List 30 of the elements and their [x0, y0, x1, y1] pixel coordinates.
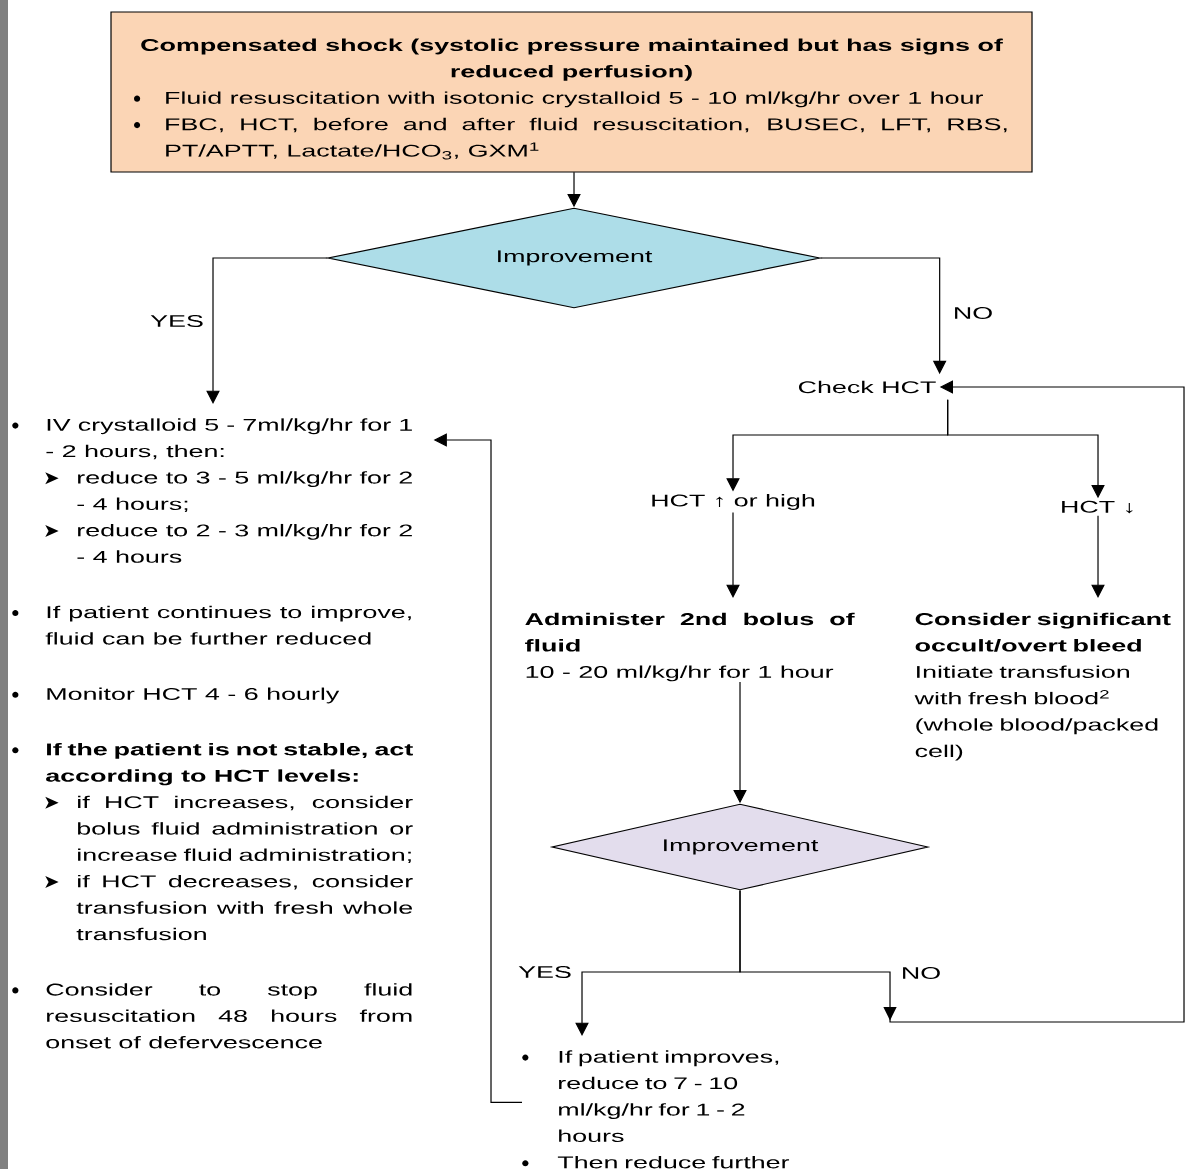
edge-label: NO [903, 966, 940, 979]
step-label: HCT ↑ or high [652, 494, 815, 510]
heading-text: Consider significant occult/overt bleed [915, 612, 1171, 652]
heading-text: Administer 2nd bolus of fluid [525, 612, 855, 652]
heading-text: Compensated shock (systolic pressure maintained but has signs of reduced perfusion) [141, 38, 1003, 81]
edge-label: YES [150, 314, 203, 327]
list-item: Consider to stop fluid resuscitation 48 hours from onset of defervescence [12, 983, 412, 1049]
list-item: If the patient is not stable, act according to HCT levels: [12, 742, 413, 786]
body-text: 10 - 20 ml/kg/hr for 1 hour [526, 665, 834, 682]
arrow [726, 511, 740, 598]
arrow [206, 257, 328, 404]
arrow [739, 380, 1185, 1023]
list-item: reduce to 3 - 5 ml/kg/hr for 2 - 4 hours; [45, 471, 412, 513]
list-item: Then reduce further [522, 1155, 790, 1169]
list-item: IV crystalloid 5 - 7ml/kg/hr for 1 - 2 hours, then: [12, 418, 412, 460]
body-text: Initiate transfusion with fresh blood$^{2}$ (whole blood/packed cell) [914, 665, 1158, 761]
list-item: Monitor HCT 4 - 6 hourly [12, 687, 340, 704]
list-item: If patient improves, reduce to 7 - 10 ml/kg/hr for 1 - 2 hours [522, 1050, 779, 1143]
step-label: HCT ↓ [1062, 500, 1133, 514]
edge-label: YES [518, 965, 571, 978]
step-label: Check HCT [798, 380, 936, 394]
edge-label: NO [955, 306, 992, 319]
list-item: FBC, HCT, before and after fluid resuscitation, BUSEC, LFT, RBS, PT/APTT, Lactate/HCO$_{3}$, GXM$^{1}$ [134, 117, 1007, 160]
arrow [1091, 515, 1105, 598]
list-item: reduce to 2 - 3 ml/kg/hr for 2 - 4 hours [45, 523, 412, 563]
list-item: if HCT decreases, consider transfusion with fresh whole transfusion [45, 874, 413, 941]
list-item: if HCT increases, consider bolus fluid administration or increase fluid administration; [45, 795, 413, 864]
process-box [110, 11, 1033, 173]
list-item: If patient continues to improve, fluid can be further reduced [12, 605, 411, 645]
list-item: Fluid resuscitation with isotonic crystalloid 5 - 10 ml/kg/hr over 1 hour [134, 91, 983, 108]
